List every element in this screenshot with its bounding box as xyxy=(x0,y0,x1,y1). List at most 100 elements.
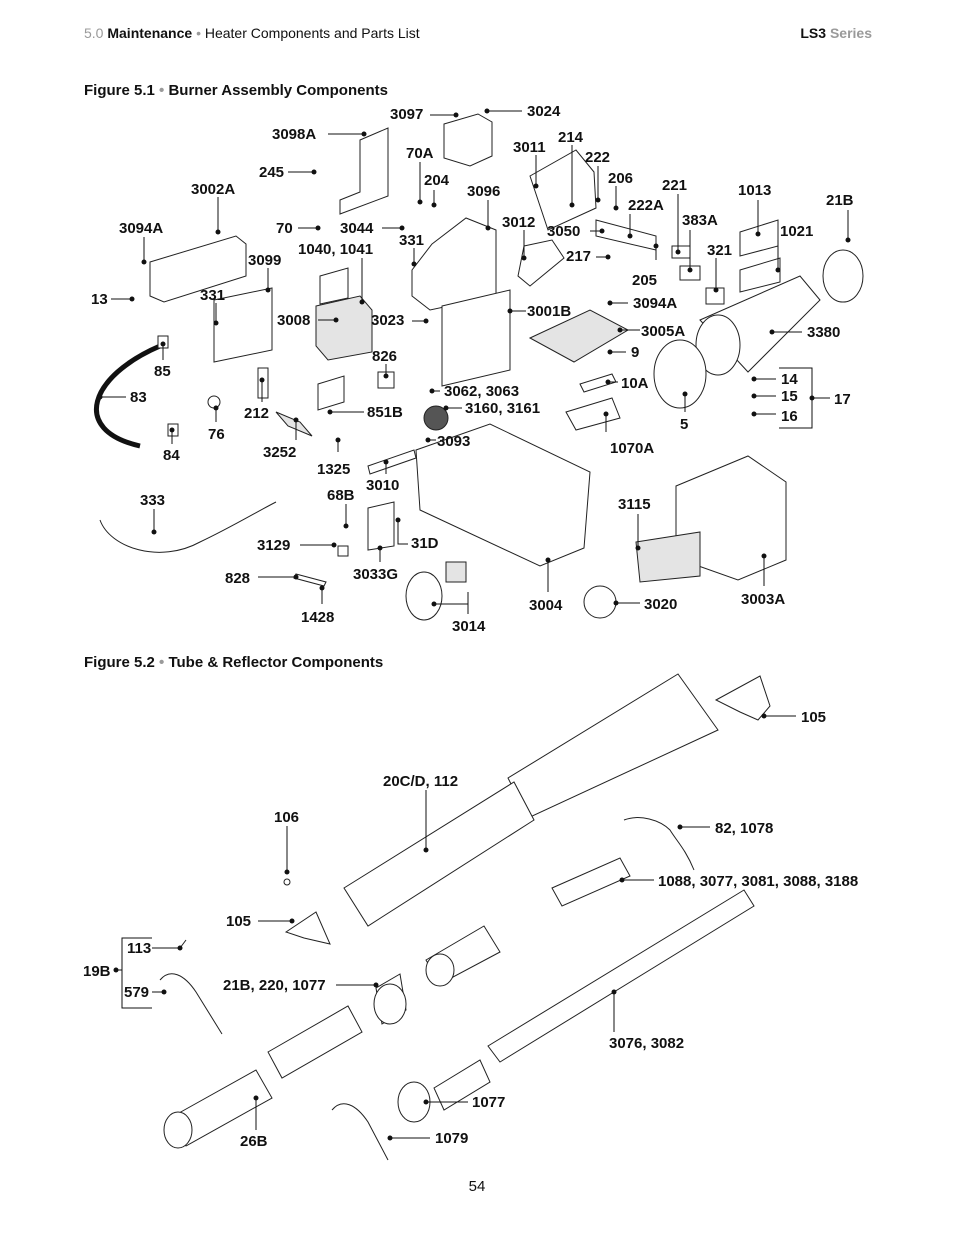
callout-17: 17 xyxy=(779,367,851,429)
callout-1021-label: 1021 xyxy=(780,223,813,240)
callout-851b: 851B xyxy=(327,404,403,421)
callout-26b-label: 26B xyxy=(240,1133,268,1150)
callout-76: 76 xyxy=(208,405,225,443)
callout-3024: 3024 xyxy=(484,103,561,120)
callout-5: 5 xyxy=(680,391,688,433)
part-3010-rail xyxy=(367,449,417,475)
callout-84-label: 84 xyxy=(163,447,180,464)
figure-5-1-separator: • xyxy=(159,82,165,99)
part-3380-flange xyxy=(695,314,741,376)
callout-70: 70 xyxy=(276,220,321,237)
callout-3097: 3097 xyxy=(390,106,459,123)
part-3014-collar xyxy=(405,571,443,621)
callout-333: 333 xyxy=(140,492,165,535)
callout-222a: 222A xyxy=(627,197,664,239)
part-3020-gasket xyxy=(583,585,617,619)
callout-204-label: 204 xyxy=(424,172,450,189)
callout-1040-1041-label: 1040, 1041 xyxy=(298,241,373,258)
callout-3252-label: 3252 xyxy=(263,444,296,461)
part-83-gas-hose xyxy=(94,343,161,449)
callout-222: 222 xyxy=(585,149,610,203)
callout-10a-label: 10A xyxy=(621,375,649,392)
part-3012-bracket xyxy=(517,239,565,287)
callout-3033g: 3033G xyxy=(353,545,398,583)
callout-106-label: 106 xyxy=(274,809,299,826)
callout-3008: 3008 xyxy=(277,312,339,329)
part-3002a-panel xyxy=(149,235,247,303)
part-3099-plate xyxy=(213,287,273,363)
part-105-end-cap-lower xyxy=(284,911,331,945)
callout-1428-label: 1428 xyxy=(301,609,334,626)
part-3001b-panel xyxy=(441,289,511,387)
figure-5-2-caption: Figure 5.2 • Tube & Reflector Components xyxy=(84,654,383,671)
callout-3004: 3004 xyxy=(529,557,563,614)
callout-1325: 1325 xyxy=(317,437,350,478)
callout-206-label: 206 xyxy=(608,170,633,187)
callout-331-a: 331 xyxy=(399,232,424,267)
callout-3011-label: 3011 xyxy=(513,139,546,156)
part-3008-gas-valve xyxy=(315,295,373,361)
part-reflector-upper xyxy=(507,673,719,819)
callout-3093: 3093 xyxy=(425,433,470,450)
callout-5-label: 5 xyxy=(680,416,688,433)
callout-321: 321 xyxy=(707,242,732,293)
callout-68b-label: 68B xyxy=(327,487,355,504)
part-1013-bracket xyxy=(739,219,779,257)
callout-68b: 68B xyxy=(327,487,355,529)
section-number: 5.0 xyxy=(84,25,104,41)
callout-3004-label: 3004 xyxy=(529,597,563,614)
callout-204: 204 xyxy=(424,172,450,208)
callout-579-label: 579 xyxy=(124,984,149,1001)
callout-21b-220-1077: 21B, 220, 1077 xyxy=(223,977,379,994)
part-tube-mid-end xyxy=(425,953,455,987)
callout-3129-label: 3129 xyxy=(257,537,290,554)
callout-1040-1041: 1040, 1041 xyxy=(298,241,373,305)
callout-205-label: 205 xyxy=(632,272,657,289)
callout-3003a-label: 3003A xyxy=(741,591,785,608)
part-333-cord xyxy=(99,501,277,553)
callout-3050: 3050 xyxy=(547,223,605,240)
figure-5-2-label: Figure 5.2 xyxy=(84,654,155,671)
part-1040-valve-bracket xyxy=(319,267,349,305)
part-3076-tube xyxy=(487,889,755,1063)
callout-826-label: 826 xyxy=(372,348,397,365)
callout-3093-label: 3093 xyxy=(437,433,470,450)
callout-106: 106 xyxy=(274,809,299,875)
callout-21b-220-1077-label: 21B, 220, 1077 xyxy=(223,977,326,994)
callout-31d: 31D xyxy=(395,517,439,552)
part-1021-bracket xyxy=(739,257,781,293)
callout-83-label: 83 xyxy=(130,389,147,406)
callout-16-label: 16 xyxy=(781,408,798,425)
part-reflector-lower xyxy=(343,781,535,927)
part-1070a-burner-head xyxy=(565,397,621,431)
callout-105-lower-label: 105 xyxy=(226,913,251,930)
callout-84: 84 xyxy=(163,427,180,464)
callout-828-label: 828 xyxy=(225,570,250,587)
part-26b-tube-end xyxy=(163,1111,193,1149)
callout-3115: 3115 xyxy=(618,496,651,551)
callout-3005a: 3005A xyxy=(617,323,685,340)
part-10a-orifice xyxy=(579,373,617,393)
part-3097-cover xyxy=(443,113,493,167)
callout-1088-group: 1088, 3077, 3081, 3088, 3188 xyxy=(619,873,858,890)
part-3033g-gasket xyxy=(367,501,395,551)
callout-3096-label: 3096 xyxy=(467,183,500,200)
callout-19b-label: 19B xyxy=(83,963,111,980)
page-number: 54 xyxy=(468,1178,486,1195)
part-3004-housing xyxy=(415,423,591,567)
page-header-section: 5.0 Maintenance • Heater Components and … xyxy=(84,25,420,41)
figure-5-2-title: Tube & Reflector Components xyxy=(168,654,384,671)
callout-105-upper: 105 xyxy=(761,709,826,726)
callout-331-a-label: 331 xyxy=(399,232,424,249)
callout-10a: 10A xyxy=(605,375,649,392)
callout-1325-label: 1325 xyxy=(317,461,350,478)
callout-76-label: 76 xyxy=(208,426,225,443)
callout-17-label: 17 xyxy=(834,391,851,408)
part-tube-lower-right xyxy=(433,1059,491,1111)
callout-3094a-mid-label: 3094A xyxy=(633,295,677,312)
burner-assembly-drawing xyxy=(94,113,864,621)
callout-3252: 3252 xyxy=(263,417,299,461)
callout-82-1078: 82, 1078 xyxy=(677,820,773,837)
callout-222a-label: 222A xyxy=(628,197,664,214)
part-tube-lower-mid xyxy=(267,1005,363,1079)
